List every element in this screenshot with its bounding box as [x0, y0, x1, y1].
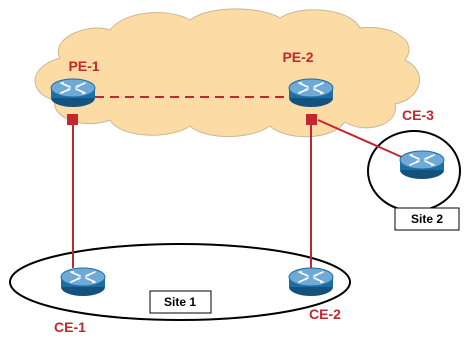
pe2-ce3-link — [317, 119, 405, 159]
site1-label: Site 1 — [164, 295, 196, 309]
ce2-label: CE-2 — [309, 306, 341, 322]
pe1-attachment-port — [67, 114, 78, 125]
router-icon[interactable] — [288, 78, 334, 108]
ce3-label: CE-3 — [402, 107, 434, 123]
router-icon[interactable] — [60, 267, 106, 297]
site1-boundary — [9, 243, 351, 321]
router-icon[interactable] — [288, 267, 334, 297]
router-icon[interactable] — [399, 150, 445, 180]
pe2-attachment-port — [306, 114, 317, 125]
router-icon[interactable] — [50, 78, 96, 108]
pe1-label: PE-1 — [68, 58, 99, 74]
site1-label-box — [149, 290, 212, 314]
site2-label: Site 2 — [411, 212, 443, 226]
site2-label-box — [394, 207, 460, 231]
pe2-label: PE-2 — [282, 49, 313, 65]
ce1-label: CE-1 — [54, 319, 86, 335]
